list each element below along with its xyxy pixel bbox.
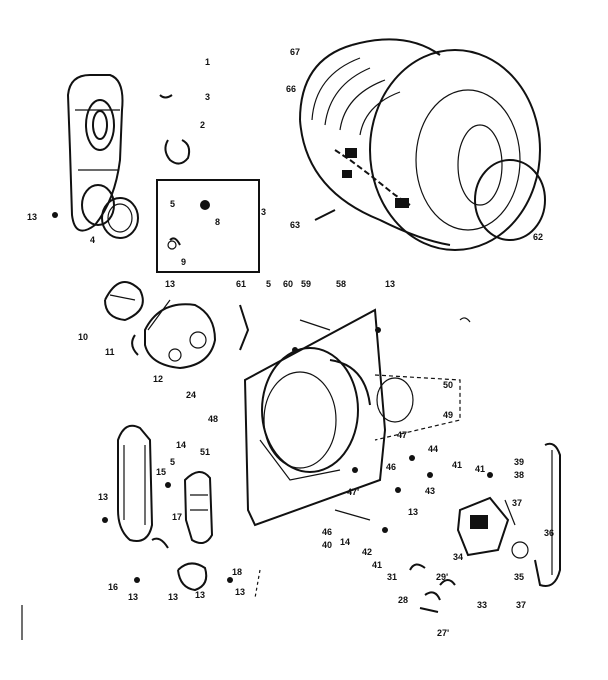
label-44: 44 [428, 444, 438, 454]
part-labels: 1 3 2 13 4 5 8 9 3 63 67 66 65 62 13 61 … [27, 47, 554, 638]
label-50: 50 [443, 380, 453, 390]
heater-housing [102, 424, 233, 592]
idler-assembly [104, 281, 217, 370]
label-37a: 37 [512, 498, 522, 508]
label-29: 29' [436, 572, 448, 582]
label-48: 48 [208, 414, 218, 424]
label-5b: 5 [266, 279, 271, 289]
label-5: 5 [170, 199, 175, 209]
label-14b: 14 [340, 537, 350, 547]
label-28: 28 [398, 595, 408, 605]
label-27: 27' [437, 628, 449, 638]
label-63: 63 [290, 220, 300, 230]
label-49: 49 [443, 410, 453, 420]
label-13g: 13 [168, 592, 178, 602]
label-47a: 47 [397, 430, 407, 440]
label-47b: 47' [347, 487, 359, 497]
label-1: 1 [205, 57, 210, 67]
label-66: 66 [286, 84, 296, 94]
label-67: 67 [290, 47, 300, 57]
label-31: 31 [387, 572, 397, 582]
rear-bulkhead [243, 308, 461, 527]
label-33: 33 [477, 600, 487, 610]
label-9: 9 [181, 257, 186, 267]
label-13b: 13 [165, 279, 175, 289]
label-36: 36 [544, 528, 554, 538]
label-14: 14 [176, 440, 186, 450]
label-41b: 41 [372, 560, 382, 570]
label-15: 15 [156, 467, 166, 477]
label-40: 40 [322, 540, 332, 550]
label-16: 16 [108, 582, 118, 592]
label-17: 17 [172, 512, 182, 522]
label-8: 8 [215, 217, 220, 227]
label-59: 59 [301, 279, 311, 289]
label-34: 34 [453, 552, 463, 562]
label-3b: 3 [261, 207, 266, 217]
label-62: 62 [533, 232, 543, 242]
front-bulkhead-assembly [52, 74, 139, 239]
label-4: 4 [90, 235, 95, 245]
motor-assembly [456, 442, 561, 587]
label-11: 11 [105, 347, 115, 357]
label-65: 65 [346, 150, 356, 160]
label-5c: 5 [170, 457, 175, 467]
misc-small-parts [21, 304, 471, 640]
label-35: 35 [514, 572, 524, 582]
label-41c: 41 [475, 464, 485, 474]
dryer-drum [299, 38, 546, 251]
label-39: 39 [514, 457, 524, 467]
label-37b: 37 [516, 600, 526, 610]
label-13c: 13 [385, 279, 395, 289]
label-12: 12 [153, 374, 163, 384]
label-13i: 13 [235, 587, 245, 597]
label-43: 43 [425, 486, 435, 496]
inset-detail-box [156, 179, 260, 273]
label-2: 2 [200, 120, 205, 130]
label-13a: 13 [27, 212, 37, 222]
label-13h: 13 [195, 590, 205, 600]
label-58: 58 [336, 279, 346, 289]
label-42: 42 [362, 547, 372, 557]
label-46b: 46 [322, 527, 332, 537]
label-3: 3 [205, 92, 210, 102]
label-41a: 41 [452, 460, 462, 470]
label-18: 18 [232, 567, 242, 577]
label-10: 10 [78, 332, 88, 342]
label-60: 60 [283, 279, 293, 289]
label-13e: 13 [408, 507, 418, 517]
label-13d: 13 [98, 492, 108, 502]
label-24: 24 [186, 390, 196, 400]
label-51: 51 [200, 447, 210, 457]
small-clip-parts [159, 94, 191, 165]
label-61: 61 [236, 279, 246, 289]
label-38: 38 [514, 470, 524, 480]
label-46a: 46 [386, 462, 396, 472]
label-13f: 13 [128, 592, 138, 602]
